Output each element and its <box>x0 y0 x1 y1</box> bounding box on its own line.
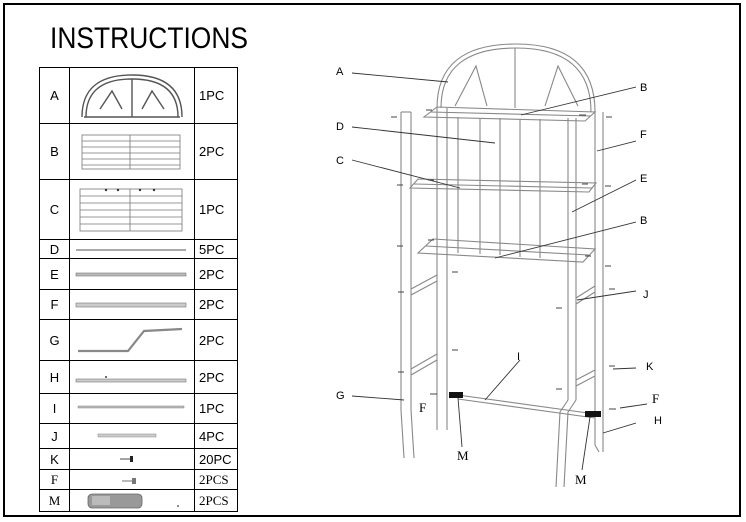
page-title: INSTRUCTIONS <box>50 22 248 55</box>
part-qty: 1PC <box>194 393 238 424</box>
table-row: D 5PC <box>39 239 238 259</box>
label-f-screw-left: F <box>419 400 426 415</box>
leader-lines <box>351 72 648 471</box>
part-m-foot-cap-image <box>69 489 195 512</box>
label-f: F <box>640 129 647 141</box>
label-b-top: B <box>640 82 647 94</box>
label-c: C <box>336 155 344 167</box>
part-qty: 2PC <box>194 123 238 180</box>
part-j-image <box>69 423 195 449</box>
table-row: J 4PC <box>39 423 238 449</box>
part-letter: I <box>39 393 70 424</box>
table-row: C 1PC <box>39 179 238 240</box>
parts-table: A 1PC B 2PC C <box>39 67 238 512</box>
screw-marks <box>391 109 616 410</box>
part-c-image <box>69 179 195 240</box>
table-row: E 2PC <box>39 258 238 290</box>
table-row: K 20PC <box>39 448 238 470</box>
label-b-bottom: B <box>640 215 647 227</box>
foot-caps <box>449 392 601 417</box>
part-letter: F <box>39 289 70 320</box>
table-row: B 2PC <box>39 123 238 180</box>
part-qty: 2PC <box>194 360 238 394</box>
label-a: A <box>336 66 344 78</box>
part-qty: 2PC <box>194 289 238 320</box>
part-qty: 2PC <box>194 258 238 290</box>
label-e: E <box>640 173 647 185</box>
part-b-image <box>69 123 195 180</box>
table-row: M 2PCS <box>39 489 238 512</box>
table-row: F 2PCS <box>39 469 238 490</box>
part-i-image <box>69 393 195 424</box>
label-d: D <box>336 121 344 133</box>
label-j: J <box>643 289 649 301</box>
label-g: G <box>336 390 345 402</box>
table-row: I 1PC <box>39 393 238 424</box>
part-letter: E <box>39 258 70 290</box>
label-k: K <box>646 361 654 373</box>
part-e-image <box>69 258 195 290</box>
shelf-frame-drawing <box>400 43 604 488</box>
table-row: G 2PC <box>39 319 238 361</box>
page-border <box>3 3 741 517</box>
label-f-screw-right: F <box>652 391 659 406</box>
label-h: H <box>654 415 662 427</box>
label-m-left: M <box>457 448 469 463</box>
part-qty: 2PCS <box>194 469 238 490</box>
part-g-image <box>69 319 195 361</box>
label-m-right: M <box>575 472 587 487</box>
label-i: I <box>517 351 520 363</box>
table-row: F 2PC <box>39 289 238 320</box>
part-qty: 2PCS <box>194 489 238 512</box>
table-row: A 1PC <box>39 67 238 124</box>
part-letter: J <box>39 423 70 449</box>
part-qty: 1PC <box>194 179 238 240</box>
part-labels: A B D F C E B J I K G F F H M M <box>336 66 662 487</box>
part-a-image <box>69 67 195 124</box>
